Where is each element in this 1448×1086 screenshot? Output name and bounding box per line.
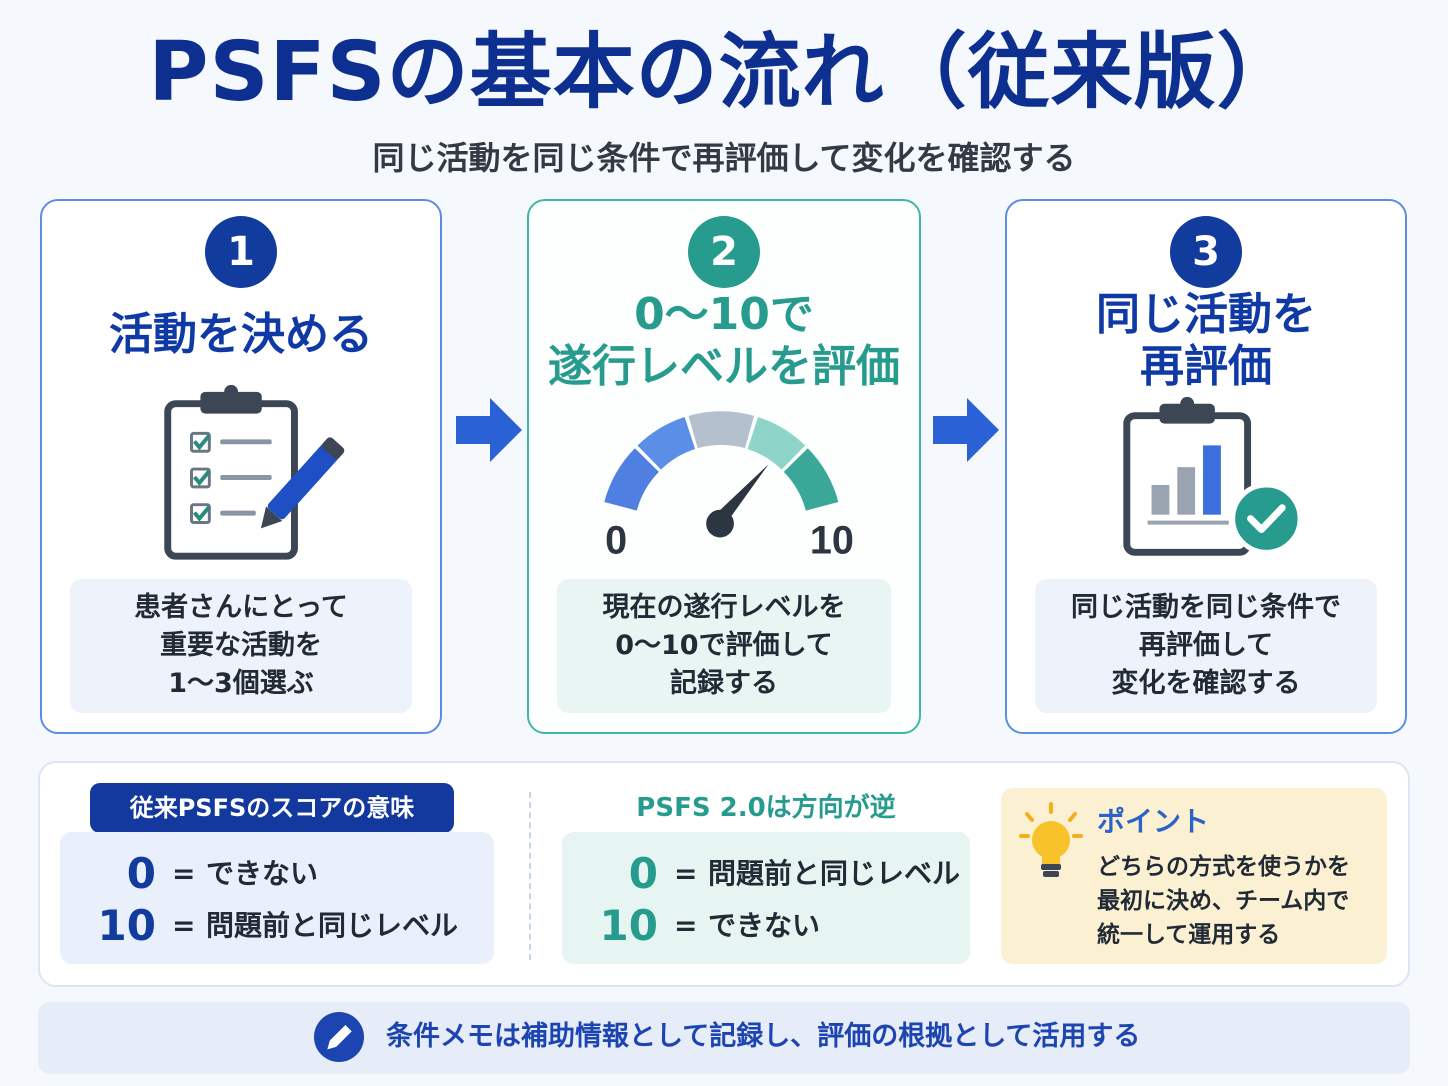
- desc-line: 再評価して: [1138, 630, 1274, 661]
- clipboard-bar-chart-check-icon: [1123, 397, 1303, 556]
- point-line: 最初に決め、チーム内で: [1097, 888, 1350, 914]
- point-box: ポイント どちらの方式を使うかを 最初に決め、チーム内で 統一して運用する: [1001, 788, 1387, 964]
- dashed-divider: [529, 792, 531, 960]
- desc-line: 重要な活動を: [160, 630, 322, 661]
- step-title-line: 0〜10で: [634, 289, 814, 340]
- score-row: 0 = できない: [60, 848, 494, 900]
- point-line: どちらの方式を使うかを: [1097, 854, 1350, 880]
- gauge-min-label: 0: [605, 518, 627, 562]
- step-title-line: 同じ活動を: [1096, 289, 1316, 340]
- score-meaning: 問題前と同じレベル: [206, 909, 459, 942]
- pencil-icon: [327, 1022, 355, 1050]
- clipboard-checklist-pen-icon: [164, 385, 345, 560]
- arrow-right-icon: [456, 398, 522, 462]
- equals-sign: =: [172, 909, 196, 942]
- traditional-score-heading: 従来PSFSのスコアの意味: [90, 783, 454, 833]
- equals-sign: =: [674, 857, 698, 890]
- equals-sign: =: [674, 909, 698, 942]
- step-number-badge: 2: [688, 216, 760, 288]
- lightbulb-icon: [1019, 802, 1083, 877]
- score-value: 0: [628, 849, 658, 898]
- desc-line: 患者さんにとって: [134, 592, 348, 623]
- step-title: 0〜10で 遂行レベルを評価: [529, 289, 919, 393]
- step-description: 同じ活動を同じ条件で 再評価して 変化を確認する: [1035, 579, 1377, 713]
- desc-line: 0〜10で評価して: [615, 630, 833, 661]
- step-number-badge: 3: [1170, 216, 1242, 288]
- step-description: 患者さんにとって 重要な活動を 1〜3個選ぶ: [70, 579, 412, 713]
- point-title: ポイント: [1097, 805, 1210, 838]
- step-title-line: 再評価: [1140, 341, 1272, 392]
- score-meaning: できない: [206, 857, 319, 890]
- traditional-score-box: 0 = できない 10 = 問題前と同じレベル: [60, 832, 494, 964]
- step-card-1: 1 活動を決める 患者さんにとって 重要な活動を 1〜3個選ぶ: [40, 199, 442, 734]
- desc-line: 記録する: [670, 668, 778, 699]
- step-title-line: 活動を決める: [109, 309, 373, 360]
- score-row: 0 = 問題前と同じレベル: [562, 848, 970, 900]
- point-line: 統一して運用する: [1097, 922, 1281, 948]
- step-title-line: 遂行レベルを評価: [548, 341, 900, 392]
- arrow-right-icon: [933, 398, 999, 462]
- score-meaning: できない: [708, 909, 821, 942]
- memo-text: 条件メモは補助情報として記録し、評価の根拠として活用する: [386, 1021, 1141, 1052]
- psfs2-score-box: 0 = 問題前と同じレベル 10 = できない: [562, 832, 970, 964]
- gauge-max-label: 10: [810, 518, 854, 562]
- step-number-badge: 1: [205, 216, 277, 288]
- pencil-icon-circle: [314, 1012, 364, 1062]
- step-card-2: 2 0〜10で 遂行レベルを評価 0 10 現在の遂行レベルを 0〜10で評価し…: [527, 199, 921, 734]
- score-meaning: 問題前と同じレベル: [708, 857, 961, 890]
- desc-line: 変化を確認する: [1111, 668, 1301, 699]
- psfs2-heading: PSFS 2.0は方向が逆: [636, 793, 896, 823]
- equals-sign: =: [172, 857, 196, 890]
- score-row: 10 = 問題前と同じレベル: [60, 900, 494, 952]
- step-card-3: 3 同じ活動を 再評価 同じ活動を同じ条件で 再評価して 変化を確認する: [1005, 199, 1407, 734]
- score-value: 10: [599, 901, 658, 950]
- desc-line: 現在の遂行レベルを: [602, 592, 846, 623]
- step-title: 活動を決める: [42, 309, 440, 361]
- step-description: 現在の遂行レベルを 0〜10で評価して 記録する: [557, 579, 891, 713]
- step-title: 同じ活動を 再評価: [1007, 289, 1405, 393]
- score-value: 10: [97, 901, 156, 950]
- gauge-icon: 0 10: [604, 411, 854, 562]
- desc-line: 1〜3個選ぶ: [168, 668, 314, 699]
- score-value: 0: [126, 849, 156, 898]
- page-title: PSFSの基本の流れ（従来版）: [148, 25, 1300, 120]
- point-text: どちらの方式を使うかを 最初に決め、チーム内で 統一して運用する: [1097, 850, 1379, 952]
- score-row: 10 = できない: [562, 900, 970, 952]
- memo-bar: [38, 1002, 1410, 1074]
- desc-line: 同じ活動を同じ条件で: [1071, 592, 1341, 623]
- page-subtitle: 同じ活動を同じ条件で再評価して変化を確認する: [372, 139, 1076, 177]
